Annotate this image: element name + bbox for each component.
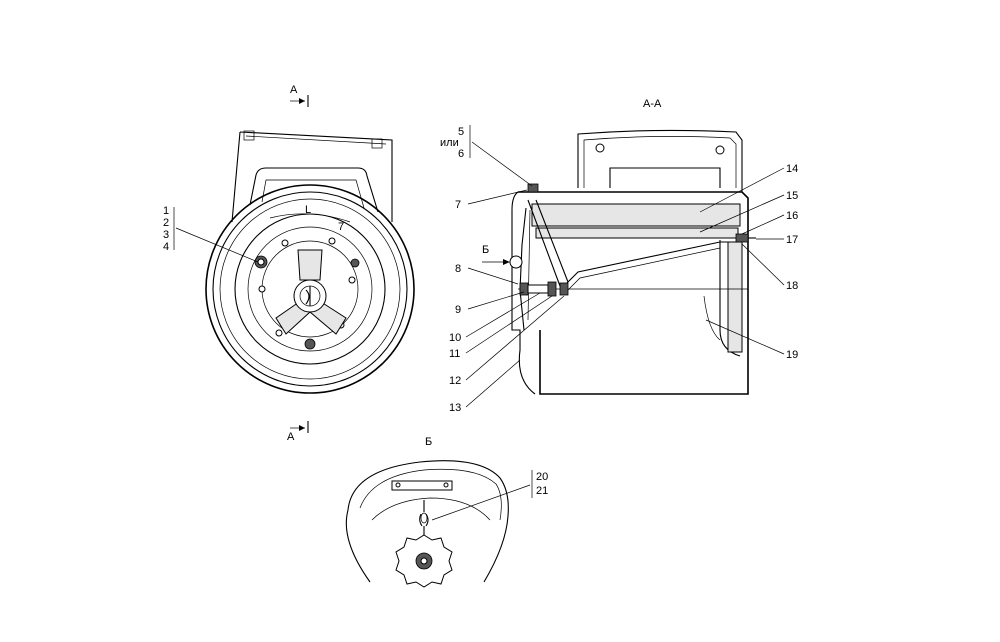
detail-view: Б 20 21 [345, 436, 548, 588]
wheel-mark-l: L [305, 204, 311, 216]
callouts-1-4: 1 2 3 4 [163, 205, 259, 263]
callouts-20-21: 20 21 [431, 470, 548, 521]
callout-5: 5 [458, 126, 464, 138]
front-view-knob-bottom [304, 338, 316, 350]
callout-1: 1 [163, 205, 169, 217]
wheel-mark-7: 7 [338, 221, 344, 233]
section-body [518, 191, 749, 395]
callout-3: 3 [163, 229, 169, 241]
callouts-5-6: 5 или 6 [440, 125, 533, 187]
callout-ili: или [440, 137, 459, 149]
callout-4: 4 [163, 241, 169, 253]
callout-10: 10 [449, 332, 461, 344]
callout-19: 19 [786, 349, 798, 361]
detail-star-knob [395, 534, 453, 588]
svg-text:А: А [287, 431, 295, 443]
callout-17: 17 [786, 234, 798, 246]
front-view-handle [249, 167, 379, 213]
callout-13: 13 [449, 402, 461, 414]
detail-outline [347, 460, 509, 517]
callout-b-arrow: Б [482, 244, 489, 256]
front-view-housing [231, 131, 393, 223]
section-filter-lower [535, 227, 739, 239]
front-view-hub [275, 249, 347, 335]
callout-8: 8 [455, 263, 461, 275]
callout-14: 14 [786, 163, 798, 175]
callout-12: 12 [449, 375, 461, 387]
callout-20: 20 [536, 471, 548, 483]
callout-9: 9 [455, 304, 461, 316]
section-mark-top: А [290, 84, 309, 107]
front-view-clip-left [243, 130, 255, 141]
section-cone [559, 241, 730, 291]
detail-plate [391, 480, 453, 491]
callout-11: 11 [449, 348, 460, 360]
callout-7: 7 [455, 199, 461, 211]
section-title: А-А [643, 98, 662, 110]
detail-chain [419, 500, 429, 535]
section-mark-bottom: А [287, 421, 309, 443]
callouts-left-section: 7 Б 8 9 10 11 12 13 [449, 189, 565, 414]
callout-2: 2 [163, 217, 169, 229]
front-view-rim-outer [205, 184, 415, 394]
callout-16: 16 [786, 210, 798, 222]
front-view-knob-right [350, 258, 360, 268]
callout-18: 18 [786, 280, 798, 292]
detail-title: Б [425, 436, 432, 448]
section-filter-upper [531, 203, 741, 227]
section-housing-top [577, 129, 743, 192]
callout-6: 6 [458, 148, 464, 160]
front-view-clip-right [371, 138, 383, 149]
callouts-right-section: 14 15 16 17 18 19 [699, 163, 798, 361]
callout-15: 15 [786, 190, 798, 202]
svg-text:А: А [290, 84, 298, 96]
section-cover [519, 207, 527, 331]
front-view: L 7 1 2 3 [163, 84, 415, 443]
section-nut-stack [509, 255, 569, 297]
section-view: А-А [440, 98, 798, 414]
callout-21: 21 [536, 485, 548, 497]
